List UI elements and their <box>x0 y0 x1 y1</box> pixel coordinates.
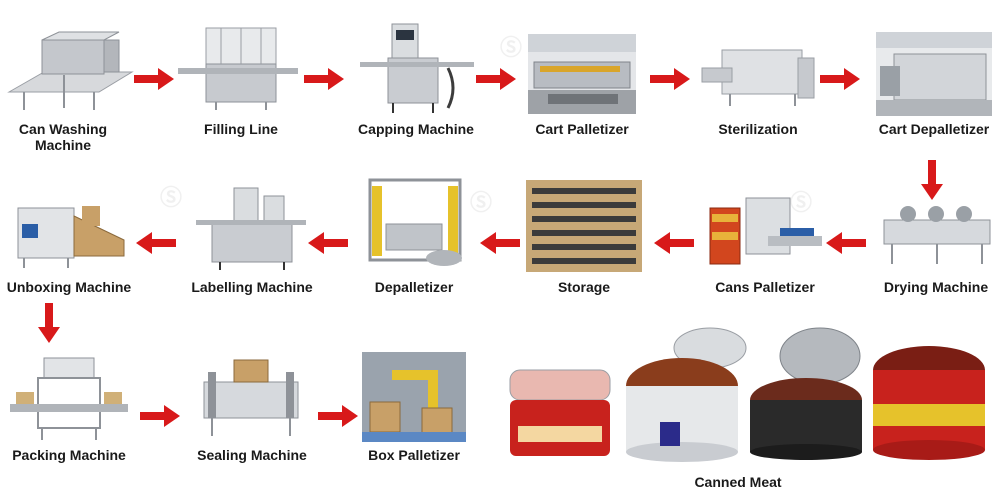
step-label-unboxing: Unboxing Machine <box>6 279 132 295</box>
watermark-logo: Ⓢ <box>500 36 527 61</box>
canned-braised-meat-image <box>620 326 748 466</box>
cart-palletizer-image <box>528 34 636 114</box>
step-label-filling-line: Filling Line <box>204 121 278 137</box>
filling-line-image <box>176 22 300 112</box>
step-label-can-washing: Can Washing Machine <box>18 121 108 153</box>
sterilization-image <box>700 40 816 112</box>
flow-arrow-left-icon <box>308 232 348 259</box>
flow-arrow-right-icon <box>650 68 690 95</box>
step-label-cans-palletizer: Cans Palletizer <box>715 279 815 295</box>
step-label-labelling: Labelling Machine <box>191 279 313 295</box>
flow-arrow-left-icon <box>136 232 176 259</box>
watermark-logo: Ⓢ <box>790 191 817 216</box>
capping-machine-image <box>358 18 476 116</box>
flow-arrow-right-icon <box>476 68 516 95</box>
cart-depalletizer-image <box>876 32 992 116</box>
flow-arrow-right-icon <box>304 68 344 95</box>
step-label-storage: Storage <box>557 279 611 295</box>
canned-beef-image <box>748 322 864 462</box>
step-label-box-palletizer: Box Palletizer <box>368 447 460 463</box>
depalletizer-image <box>362 176 468 272</box>
canned-luncheon-meat-image <box>504 360 616 462</box>
flow-arrow-left-icon <box>654 232 694 259</box>
flow-arrow-right-icon <box>318 405 358 432</box>
step-label-depalletizer: Depalletizer <box>374 279 454 295</box>
flow-arrow-left-icon <box>826 232 866 259</box>
can-washing-machine-image <box>4 30 134 115</box>
cans-palletizer-image <box>706 188 824 272</box>
watermark-logo: Ⓢ <box>470 191 497 216</box>
step-label-sealing: Sealing Machine <box>197 447 307 463</box>
box-palletizer-image <box>362 352 466 442</box>
flow-arrow-left-icon <box>480 232 520 259</box>
flow-arrow-right-icon <box>820 68 860 95</box>
step-label-packing: Packing Machine <box>12 447 126 463</box>
labelling-machine-image <box>194 182 308 272</box>
flow-arrow-down-icon <box>921 160 943 205</box>
flow-arrow-right-icon <box>134 68 174 95</box>
drying-machine-image <box>878 200 996 270</box>
watermark-logo: Ⓢ <box>160 186 187 211</box>
step-label-cart-depalletizer: Cart Depalletizer <box>878 121 990 137</box>
unboxing-machine-image <box>12 196 126 272</box>
storage-image <box>526 180 642 272</box>
step-label-capping: Capping Machine <box>358 121 474 137</box>
sealing-machine-image <box>194 352 308 440</box>
flow-arrow-right-icon <box>140 405 180 432</box>
step-label-sterilization: Sterilization <box>718 121 798 137</box>
canned-spicy-meat-image <box>868 340 990 462</box>
step-label-canned-meat: Canned Meat <box>694 474 782 490</box>
packing-machine-image <box>8 352 130 442</box>
step-label-cart-palletizer: Cart Palletizer <box>535 121 629 137</box>
flow-arrow-down-icon <box>38 303 60 348</box>
step-label-drying: Drying Machine <box>883 279 989 295</box>
